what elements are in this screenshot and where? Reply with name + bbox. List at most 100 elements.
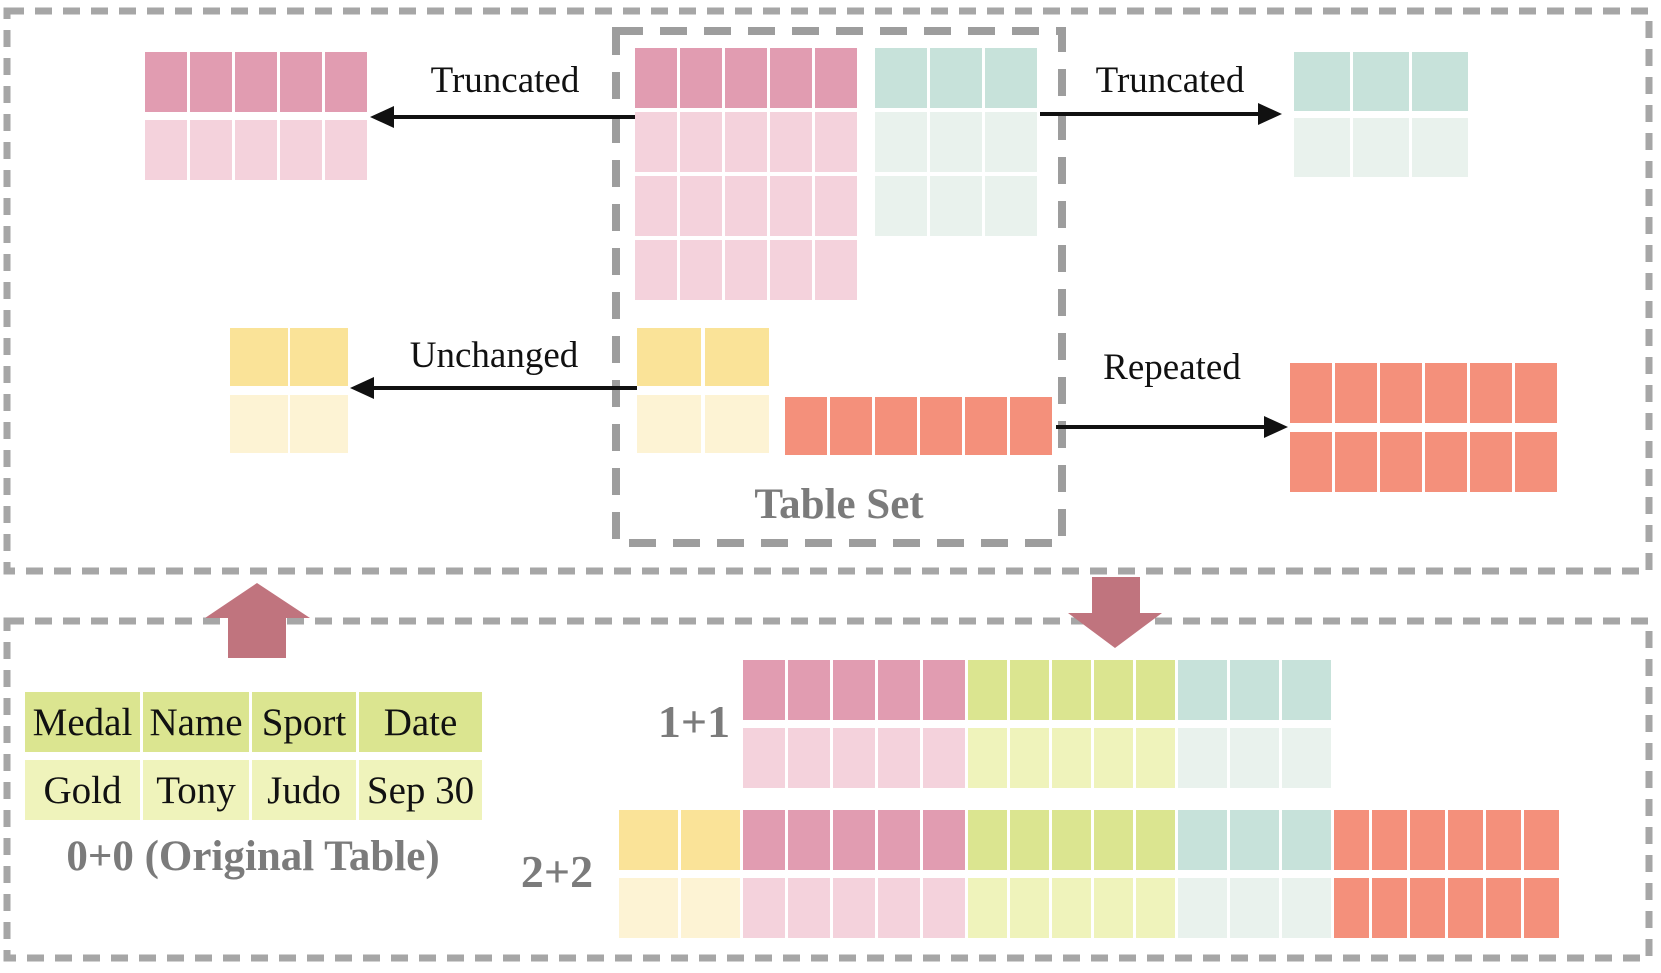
repeated-orange-table-right-cell — [1290, 363, 1332, 423]
set-pink-table-cell — [815, 176, 857, 236]
set-pink-table-cell — [680, 112, 722, 172]
combined-table-2-2-cell — [1524, 810, 1559, 870]
combined-table-1-1-cell — [878, 728, 920, 788]
original-table-data-cell: Tony — [143, 760, 249, 820]
combined-table-1-1-cell — [1010, 728, 1049, 788]
set-teal-table-cell — [930, 112, 982, 172]
combined-table-2-2-cell — [1094, 810, 1133, 870]
combined-table-2-2-cell — [743, 810, 785, 870]
repeated-orange-table-right-cell — [1335, 363, 1377, 423]
combined-table-2-2-cell — [1230, 878, 1279, 938]
combined-table-1-1-cell — [1282, 728, 1331, 788]
combined-table-1-1-cell — [1094, 660, 1133, 720]
set-teal-table-cell — [875, 176, 927, 236]
truncated-teal-table-right-cell — [1412, 118, 1468, 177]
combined-table-1-1-cell — [1136, 660, 1175, 720]
set-teal-table-cell — [985, 176, 1037, 236]
combined-table-2-2-cell — [1524, 878, 1559, 938]
combined-table-1-1-cell — [1178, 660, 1227, 720]
unchanged-yellow-table-left-cell — [230, 395, 288, 453]
combined-table-2-2-cell — [1052, 810, 1091, 870]
set-teal-table-cell — [985, 112, 1037, 172]
repeated-orange-table-right-cell — [1380, 363, 1422, 423]
top-panel-border — [3, 7, 1653, 575]
truncated-left-arrow — [370, 106, 637, 128]
set-pink-table-cell — [770, 240, 812, 300]
unchanged-label: Unchanged — [409, 335, 579, 376]
combined-table-2-2-cell — [1282, 810, 1331, 870]
set-yellow-table-cell — [705, 328, 769, 386]
set-pink-table-cell — [770, 112, 812, 172]
set-orange-table-cell — [875, 397, 917, 455]
repeated-right-arrow — [1056, 416, 1288, 438]
combo-1-1-label: 1+1 — [657, 696, 731, 747]
combined-table-2-2-cell — [1410, 810, 1445, 870]
original-table-data-cell: Gold — [25, 760, 140, 820]
repeated-orange-table-right-cell — [1335, 432, 1377, 492]
set-pink-table-cell — [635, 48, 677, 108]
original-table-header-cell: Medal — [25, 692, 140, 752]
set-pink-table-cell — [680, 48, 722, 108]
repeated-orange-table-right-cell — [1515, 432, 1557, 492]
combined-table-2-2-cell — [1334, 878, 1369, 938]
set-pink-table-cell — [815, 240, 857, 300]
combined-table-2-2-cell — [1448, 810, 1483, 870]
combined-table-1-1-cell — [1230, 728, 1279, 788]
bottom-panel-border — [3, 617, 1653, 962]
combined-table-2-2-cell — [968, 810, 1007, 870]
truncated-pink-table-left-cell — [235, 120, 277, 180]
combo-2-2-label: 2+2 — [520, 846, 594, 897]
original-table-header-cell: Sport — [252, 692, 356, 752]
set-orange-table-cell — [830, 397, 872, 455]
unchanged-yellow-table-left-cell — [230, 328, 288, 386]
truncated-left-label: Truncated — [430, 60, 580, 101]
repeated-orange-table-right-cell — [1470, 432, 1512, 492]
set-teal-table-cell — [875, 48, 927, 108]
truncated-pink-table-left-cell — [280, 52, 322, 112]
set-teal-table-cell — [930, 176, 982, 236]
set-pink-table-cell — [815, 112, 857, 172]
combined-table-2-2-cell — [1282, 878, 1331, 938]
unchanged-yellow-table-left-cell — [290, 395, 348, 453]
set-pink-table-cell — [815, 48, 857, 108]
set-pink-table-cell — [635, 240, 677, 300]
combined-table-1-1-cell — [788, 660, 830, 720]
combined-table-2-2-cell — [833, 810, 875, 870]
truncated-right-label: Truncated — [1095, 60, 1245, 101]
combined-table-2-2-cell — [1372, 810, 1407, 870]
set-teal-table-cell — [930, 48, 982, 108]
truncated-pink-table-left-cell — [145, 52, 187, 112]
combined-table-2-2-cell — [619, 810, 678, 870]
combined-table-1-1-cell — [968, 728, 1007, 788]
truncated-teal-table-right-cell — [1412, 52, 1468, 111]
combined-table-2-2-cell — [968, 878, 1007, 938]
combined-table-2-2-cell — [923, 878, 965, 938]
combined-table-2-2-cell — [878, 878, 920, 938]
combined-table-2-2-cell — [1410, 878, 1445, 938]
set-pink-table-cell — [725, 48, 767, 108]
truncated-pink-table-left-cell — [280, 120, 322, 180]
set-teal-table-cell — [985, 48, 1037, 108]
truncated-pink-table-left-cell — [145, 120, 187, 180]
repeated-orange-table-right-cell — [1425, 363, 1467, 423]
combined-table-2-2-cell — [1178, 878, 1227, 938]
original-table-header-cell: Name — [143, 692, 249, 752]
combined-table-2-2-cell — [681, 810, 740, 870]
combined-table-1-1-cell — [743, 728, 785, 788]
set-orange-table-cell — [785, 397, 827, 455]
set-pink-table-cell — [635, 176, 677, 236]
set-pink-table-cell — [770, 176, 812, 236]
combined-table-2-2-cell — [788, 878, 830, 938]
combined-table-2-2-cell — [1230, 810, 1279, 870]
set-pink-table-cell — [680, 176, 722, 236]
combined-table-1-1-cell — [833, 728, 875, 788]
set-pink-table-cell — [635, 112, 677, 172]
truncated-teal-table-right-cell — [1353, 52, 1409, 111]
repeated-orange-table-right-cell — [1470, 363, 1512, 423]
combined-table-1-1-cell — [1178, 728, 1227, 788]
combined-table-2-2-cell — [1052, 878, 1091, 938]
unchanged-left-arrow — [350, 377, 637, 399]
combined-table-1-1-cell — [923, 660, 965, 720]
set-pink-table-cell — [680, 240, 722, 300]
